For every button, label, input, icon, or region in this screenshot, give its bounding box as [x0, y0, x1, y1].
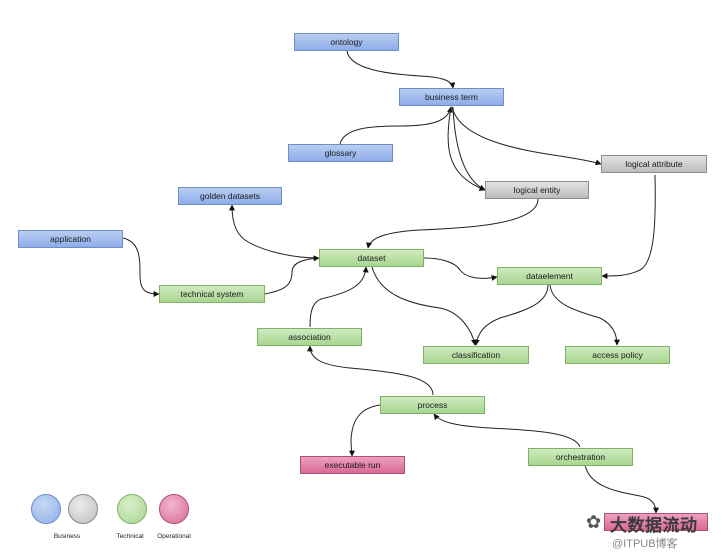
edge-dataset-golden-datasets — [229, 204, 320, 259]
legend-operational-label: Operational — [157, 533, 191, 540]
edge-process-association — [307, 345, 434, 396]
node-association[interactable]: association — [257, 328, 362, 346]
legend-technical-label: Technical — [116, 533, 144, 540]
edge-business-term-logical-entity-2 — [447, 106, 486, 191]
legend-business-label: Business — [53, 533, 81, 540]
edge-process-executable-run — [348, 404, 381, 457]
node-classification[interactable]: classification — [423, 346, 529, 364]
legend-operational-circle — [159, 494, 189, 524]
node-dataset[interactable]: dataset — [319, 249, 424, 267]
node-golden-datasets[interactable]: golden datasets — [178, 187, 282, 205]
legend-business-secondary-circle — [68, 494, 98, 524]
edge-logical-entity-dataset — [366, 198, 539, 249]
edge-association-dataset — [309, 266, 369, 328]
node-application[interactable]: application — [18, 230, 123, 248]
edge-technical-system-dataset — [264, 255, 320, 295]
edge-dataset-classification — [371, 266, 477, 346]
watermark-sub-text: @ITPUB博客 — [612, 538, 678, 550]
node-glossary[interactable]: glossary — [288, 144, 393, 162]
edge-dataelement-access-policy — [549, 284, 620, 346]
edge-logical-attribute-dataelement — [601, 174, 656, 279]
edge-application-technical-system — [122, 237, 160, 297]
watermark-main-text: 大数据流动 — [610, 516, 698, 535]
legend-business-circle — [31, 494, 61, 524]
edge-business-term-logical-attribute — [451, 106, 602, 166]
node-technical-system[interactable]: technical system — [159, 285, 265, 303]
node-process[interactable]: process — [380, 396, 485, 414]
node-access-policy[interactable]: access policy — [565, 346, 670, 364]
node-logical-attribute[interactable]: logical attribute — [601, 155, 707, 173]
edge-orchestration-process — [433, 413, 581, 448]
legend-technical-circle — [117, 494, 147, 524]
node-executable-run-partial[interactable] — [604, 513, 708, 531]
node-executable-run[interactable]: executable run — [300, 456, 405, 474]
node-ontology[interactable]: ontology — [294, 33, 399, 51]
edge-glossary-business-term — [339, 106, 453, 145]
edge-orchestration-executable-run — [584, 464, 659, 514]
node-dataelement[interactable]: dataelement — [497, 267, 602, 285]
edge-dataelement-classification — [473, 284, 549, 346]
edge-dataset-dataelement — [423, 257, 498, 281]
node-orchestration[interactable]: orchestration — [528, 448, 633, 466]
wechat-logo-icon: ✿ — [586, 512, 602, 532]
watermark: ✿ 大数据流动 @ITPUB博客 — [584, 508, 725, 552]
edge-ontology-business-term — [346, 50, 456, 89]
node-business-term[interactable]: business term — [399, 88, 504, 106]
node-logical-entity[interactable]: logical entity — [485, 181, 589, 199]
